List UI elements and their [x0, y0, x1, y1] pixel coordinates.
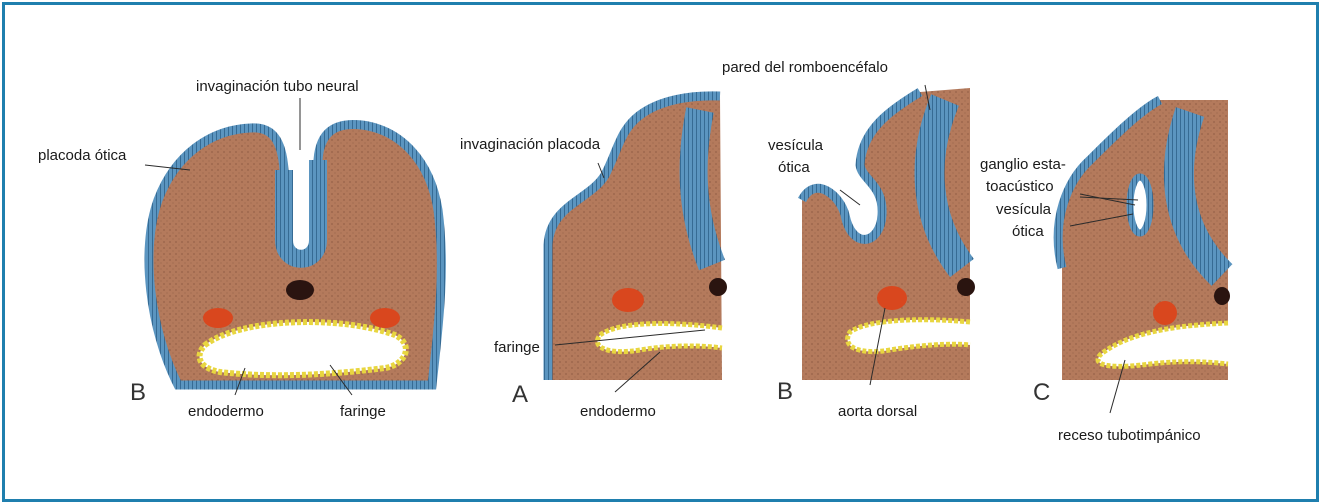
panel-letter-c: C [1033, 379, 1050, 406]
label-vesicula-otica-2-line1: vesícula [996, 201, 1052, 218]
label-vesicula-otica-1-line1: vesícula [768, 137, 824, 154]
label-vesicula-otica-1-line2: ótica [778, 159, 810, 176]
panel-letter-a: A [512, 381, 528, 408]
label-vesicula-otica-2-line2: ótica [1012, 223, 1044, 240]
panel-b [802, 85, 975, 385]
label-endodermo-1: endodermo [188, 403, 264, 420]
aorta-left [203, 308, 233, 328]
panel-c [1058, 100, 1230, 413]
label-faringe-2: faringe [494, 339, 540, 356]
label-ganglio-line1: ganglio esta- [980, 156, 1066, 173]
label-invaginacion-tubo-neural: invaginación tubo neural [196, 78, 359, 95]
label-placoda-otica: placoda ótica [38, 147, 127, 164]
label-pared-romboencefalo: pared del romboencéfalo [722, 59, 888, 76]
panel-c-notochord [1214, 287, 1230, 305]
label-faringe-1: faringe [340, 403, 386, 420]
panel-b-aorta [877, 286, 907, 310]
panel-letter-b1: B [130, 379, 146, 406]
label-endodermo-2: endodermo [580, 403, 656, 420]
label-ganglio-line2: toacústico [986, 178, 1054, 195]
label-receso-tubotimpanico: receso tubotimpánico [1058, 427, 1201, 444]
panel-letter-b2: B [777, 378, 793, 405]
aorta-right [370, 308, 400, 328]
panel-c-aorta [1153, 301, 1177, 325]
neural-tube-wall [284, 160, 318, 259]
panel-a-notochord [709, 278, 727, 296]
label-aorta-dorsal: aorta dorsal [838, 403, 917, 420]
panel-cross-section [145, 98, 441, 395]
label-invaginacion-placoda: invaginación placoda [460, 136, 601, 153]
notochord [286, 280, 314, 300]
panel-a-aorta [612, 288, 644, 312]
panel-b-notochord [957, 278, 975, 296]
